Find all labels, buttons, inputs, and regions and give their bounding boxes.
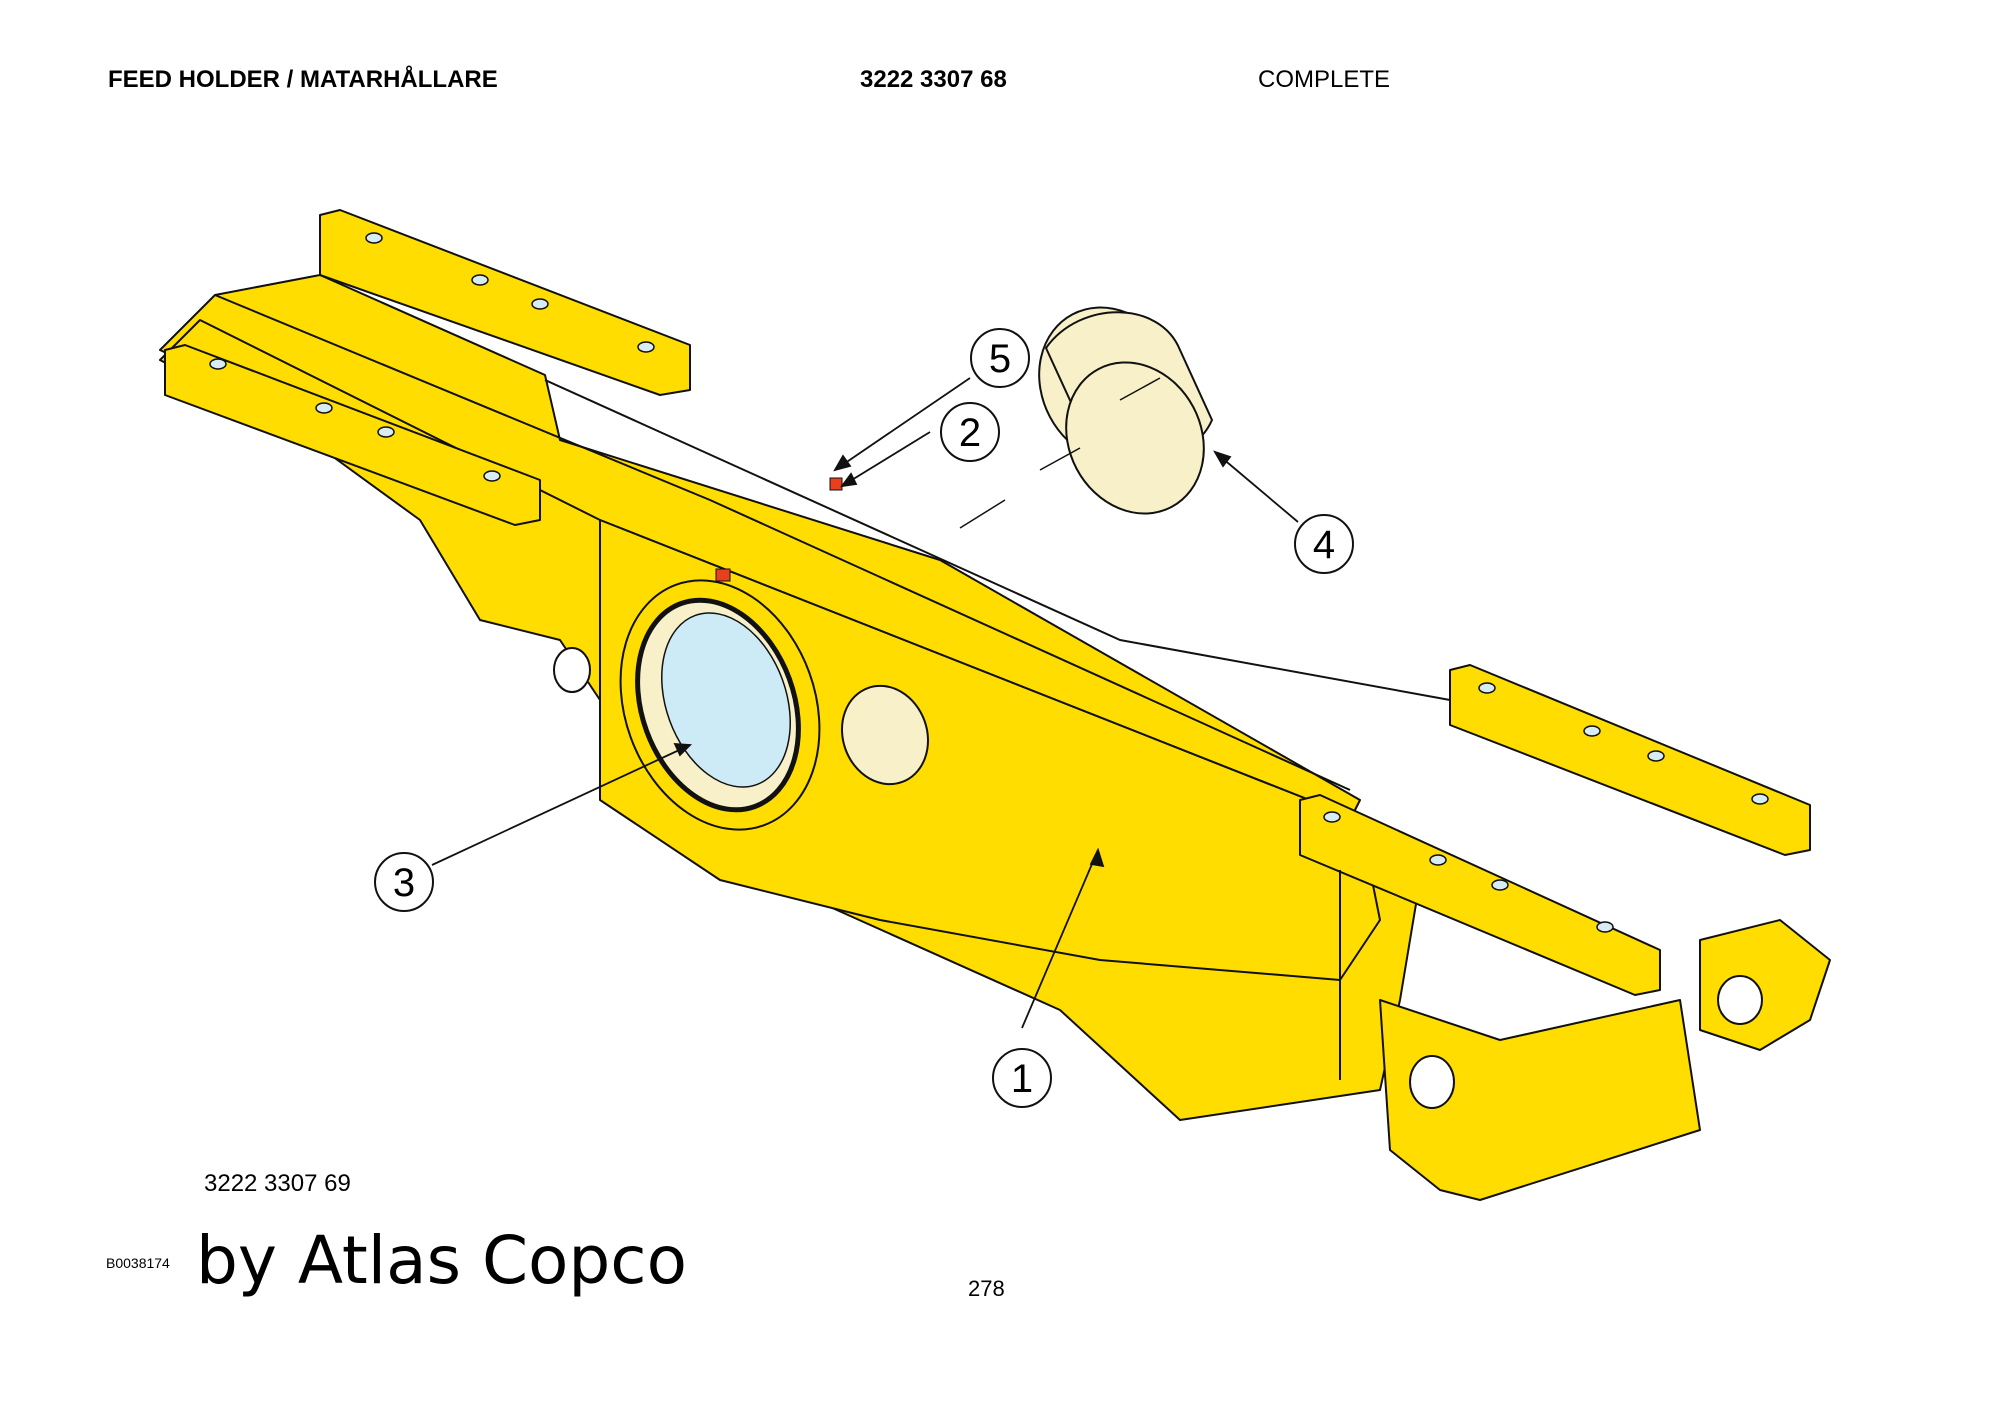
assembly-centerline <box>959 377 1161 529</box>
sub-part-number: 3222 3307 69 <box>204 1170 351 1197</box>
rear-slide-rail-lower <box>164 344 541 526</box>
arrowhead <box>673 743 693 757</box>
leader-line-2 <box>841 431 931 487</box>
front-slide-rail-upper <box>1449 664 1811 856</box>
front-lug <box>1699 919 1831 1051</box>
grease-nipple-icon <box>829 477 843 491</box>
rear-slide-rail-upper <box>319 209 691 396</box>
bushing-4-front <box>1065 361 1205 515</box>
mount-block-hole <box>1409 1055 1455 1109</box>
callout-number-1: 1 <box>1011 1057 1033 1101</box>
main-bore <box>661 612 791 788</box>
rail-bolt-holes <box>209 232 1769 933</box>
assembly-status: COMPLETE <box>1258 66 1391 93</box>
secondary-bore <box>840 684 930 786</box>
leader-line-4 <box>1214 451 1299 523</box>
brand-caption: by Atlas Copco <box>196 1222 687 1299</box>
leader-line-1 <box>1021 849 1099 1029</box>
front-mount-block <box>1379 999 1701 1201</box>
part-number: 3222 3307 68 <box>860 66 1007 93</box>
callout-number-2: 2 <box>959 411 981 455</box>
callout-circle-3 <box>374 852 434 912</box>
page-number: 278 <box>968 1276 1005 1301</box>
arrowhead <box>1089 847 1105 868</box>
arrowhead <box>839 472 858 488</box>
front-lug-hole <box>1717 975 1763 1025</box>
callout-circle-5 <box>970 328 1030 388</box>
leader-line-5 <box>834 377 971 471</box>
callout-circle-2 <box>940 402 1000 462</box>
arrowhead <box>1213 450 1232 468</box>
side-hole <box>553 647 591 693</box>
arrowhead <box>833 454 852 472</box>
callout-number-3: 3 <box>393 861 415 905</box>
leader-line-3 <box>431 744 691 866</box>
diagram-title: FEED HOLDER / MATARHÅLLARE <box>108 66 498 93</box>
callout-circle-4 <box>1294 514 1354 574</box>
callout-number-4: 4 <box>1313 523 1335 567</box>
callout-circle-1 <box>992 1048 1052 1108</box>
grease-nipple-icon <box>715 568 731 582</box>
front-slide-rail-lower <box>1299 794 1661 996</box>
image-id: B0038174 <box>106 1255 170 1271</box>
callout-number-5: 5 <box>989 337 1011 381</box>
